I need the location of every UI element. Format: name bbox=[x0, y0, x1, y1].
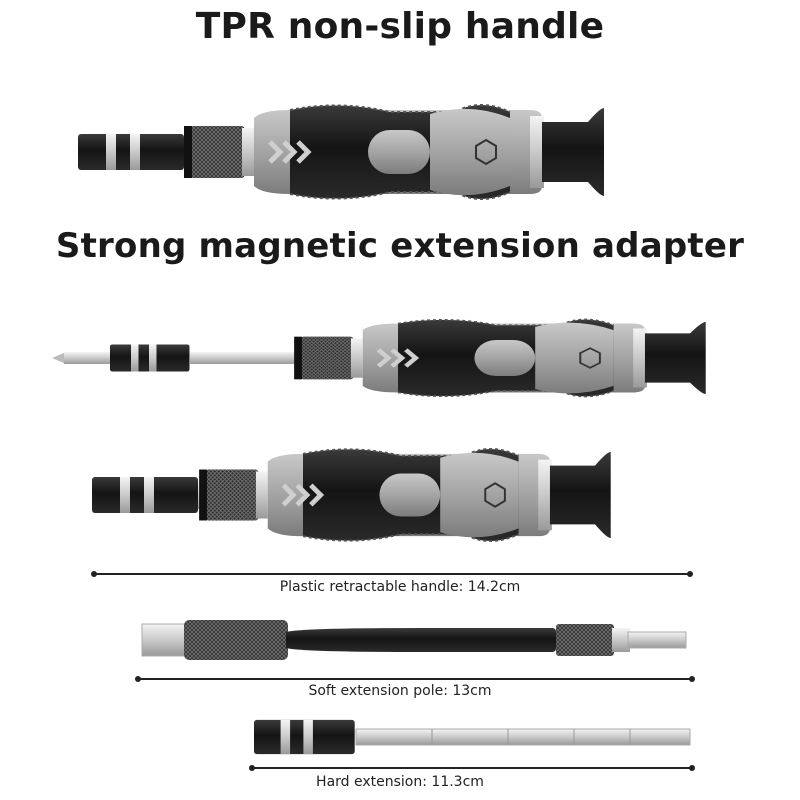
dimension-line-hard bbox=[249, 765, 695, 771]
heading-magnetic-adapter: Strong magnetic extension adapter bbox=[55, 226, 745, 266]
hard-extension bbox=[254, 719, 691, 755]
dimension-line-soft bbox=[135, 676, 695, 682]
caption-hard-extension: Hard extension: 11.3cm bbox=[316, 774, 484, 790]
caption-retractable-handle: Plastic retractable handle: 14.2cm bbox=[279, 579, 521, 595]
heading-tpr-handle: TPR non-slip handle bbox=[195, 6, 605, 47]
soft-extension-pole bbox=[141, 620, 687, 660]
dimension-line-retractable bbox=[91, 571, 693, 577]
screwdriver-with-extension bbox=[52, 319, 706, 396]
screwdriver-top bbox=[78, 105, 604, 199]
screwdriver-retractable bbox=[92, 449, 611, 541]
caption-soft-extension: Soft extension pole: 13cm bbox=[308, 683, 492, 699]
